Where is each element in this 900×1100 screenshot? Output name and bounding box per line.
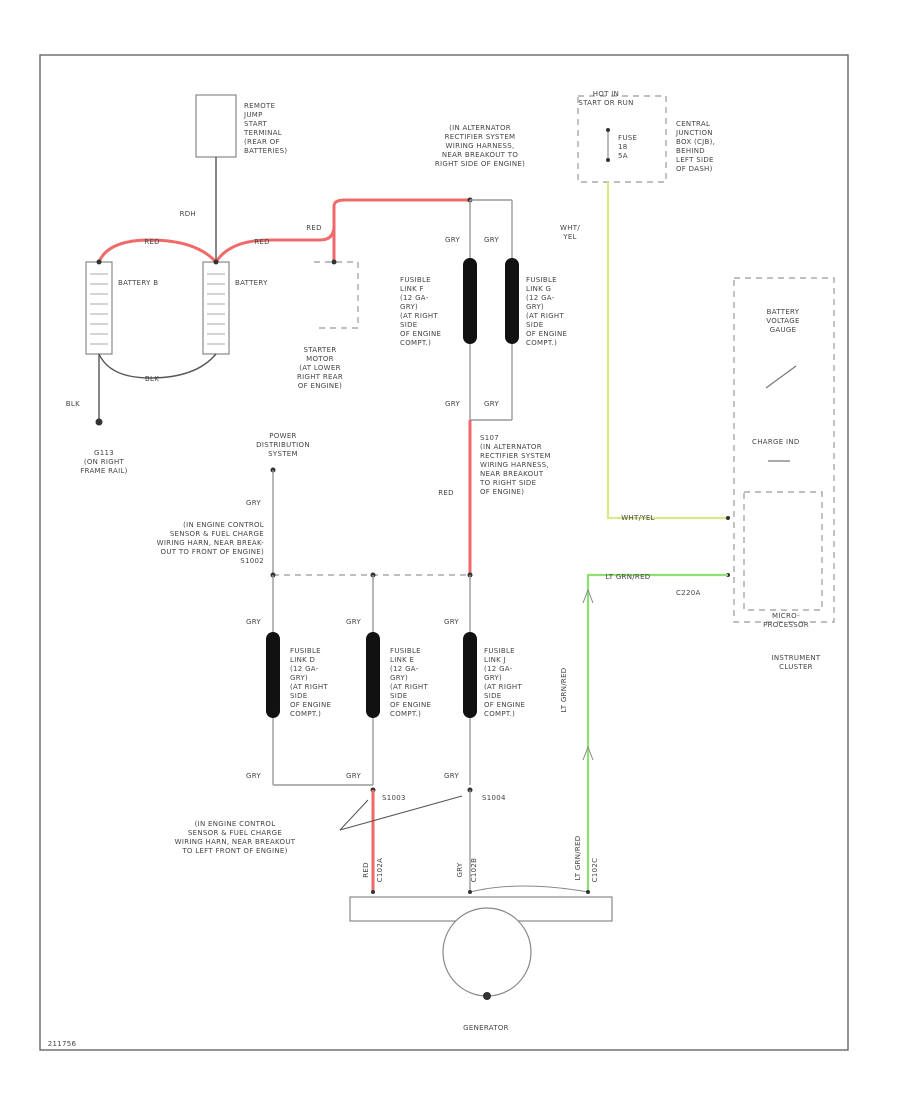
- label-gry-a: GRY: [445, 236, 460, 244]
- label-blk-ground: BLK: [66, 400, 80, 408]
- label-red2: RED: [254, 238, 270, 246]
- wire-red-starter: [214, 198, 470, 263]
- label-micro-controller: MICRO-PROCESSOR: [763, 612, 809, 629]
- label-generator: GENERATOR: [463, 1024, 509, 1032]
- voltage-gauge-needle: [765, 365, 797, 389]
- label-red-mid: RED: [438, 489, 454, 497]
- label-battery: BATTERY: [235, 279, 268, 287]
- micro-processor-box: [743, 491, 823, 611]
- label-gry-d: GRY: [484, 400, 499, 408]
- wire-blk-batteries: [98, 353, 217, 379]
- label-gry-b: GRY: [484, 236, 499, 244]
- battery-b: [85, 261, 113, 355]
- label-lt-grn-red: LT GRN/RED: [606, 573, 651, 581]
- label-wht-yel-mid: WHT/YEL: [621, 514, 655, 522]
- label-gry-j: GRY: [346, 772, 361, 780]
- label-blk-mid: BLK: [145, 375, 159, 383]
- label-red1: RED: [144, 238, 160, 246]
- starter-motor-box: [314, 261, 359, 329]
- label-red-bottom: RED: [362, 862, 370, 878]
- label-c102b: C102B: [470, 858, 478, 883]
- fusible-link-j: [463, 632, 477, 718]
- label-rdh: RDH: [180, 210, 196, 218]
- fusible-link-d: [266, 632, 280, 718]
- fusible-link-g: [505, 258, 519, 344]
- label-gry-f: GRY: [246, 618, 261, 626]
- ground-g113: [95, 418, 103, 426]
- battery: [202, 261, 230, 355]
- fusible-link-e: [366, 632, 380, 718]
- label-gry-k: GRY: [444, 772, 459, 780]
- label-battery-b: BATTERY B: [118, 279, 158, 287]
- remote-jump-terminal: [195, 94, 237, 158]
- label-s1004: S1004: [482, 794, 506, 802]
- label-c220a: C220A: [676, 589, 701, 597]
- generator: [442, 907, 532, 997]
- label-gry-h: GRY: [444, 618, 459, 626]
- wire-wht-yel: [606, 182, 728, 520]
- label-wht-yel-top: WHT/YEL: [560, 224, 580, 241]
- label-gry-g: GRY: [346, 618, 361, 626]
- label-lt-grn-red-bottom: LT GRN/RED: [574, 836, 582, 881]
- label-gry-c: GRY: [445, 400, 460, 408]
- wire-red-battery-b: [97, 238, 218, 264]
- label-gry-bottom: GRY: [456, 862, 464, 877]
- instrument-cluster-box: [733, 277, 835, 623]
- diagram-frame: [39, 54, 849, 1051]
- wire-lt-grn-red: [586, 573, 728, 892]
- label-charge-ind: CHARGE IND: [752, 438, 800, 446]
- central-junction-box: [577, 95, 667, 183]
- label-red3: RED: [306, 224, 322, 232]
- fusible-link-f: [463, 258, 477, 344]
- label-lt-grn-red-vert: LT GRN/RED: [560, 668, 568, 713]
- label-gry-e: GRY: [246, 499, 261, 507]
- label-c102c: C102C: [591, 858, 599, 883]
- label-gry-i: GRY: [246, 772, 261, 780]
- label-c102a: C102A: [376, 858, 384, 883]
- label-page-code: 211756: [48, 1040, 77, 1048]
- label-s1003: S1003: [382, 794, 406, 802]
